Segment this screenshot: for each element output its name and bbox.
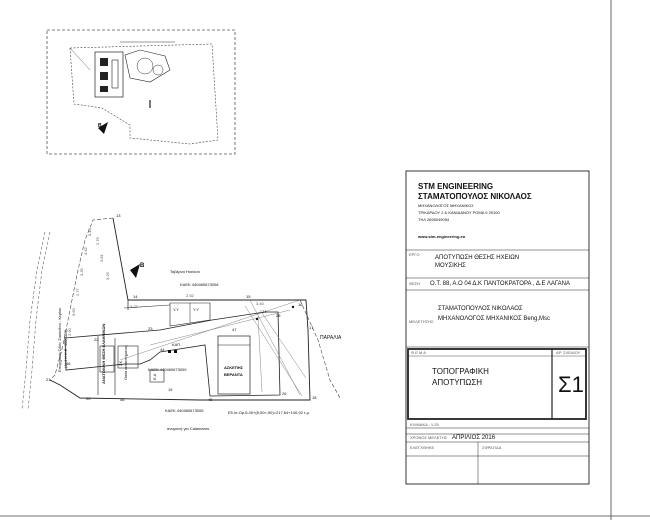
thema-line-2: ΑΠΟΤΥΠΩΣΗ	[432, 378, 483, 387]
site-north-label: B	[140, 263, 145, 269]
point-mark: 23	[148, 326, 153, 331]
website: www.stm-engineering.eu	[418, 234, 466, 239]
kaek-bottom-label: ΚΑΕΚ 440480673005	[165, 408, 204, 413]
building-center-label: Οικία καταστήματος	[123, 345, 128, 380]
scale-label: ΚΛΙΜΑΚΑ : 1:25	[410, 422, 439, 427]
paralia-label: ΠΑΡΑΛΙΑ	[320, 335, 342, 341]
point-mark: 48	[120, 397, 125, 402]
signature-label: ΣΦΡΑΓΙΔΑ	[482, 445, 502, 450]
point-mark: 22	[94, 337, 99, 342]
point-mark: 24	[262, 309, 267, 314]
inset-location-plan	[46, 29, 236, 155]
mini-label: ΚΑΠ	[172, 342, 181, 347]
inset-north-arrow	[98, 122, 108, 134]
point-mark: 25	[276, 313, 281, 318]
checked-label: ΕΛΕΓΧΘΗΚΕ	[410, 445, 435, 450]
kaek-mid-label: ΚΑΕΚ 440480673009	[148, 367, 187, 372]
point-mark: 45	[208, 397, 213, 402]
road-south-label: αναμονή για Calamaros	[167, 426, 210, 431]
dim-label: 4.62	[83, 247, 88, 255]
address: ΤΡΙΚΑΡΔΟΥ 2 & ΚΑΝΙΔΑΝΟΥ ΡΟΜΑ 9 29100	[418, 210, 500, 215]
area-note: Εδ.Ισ.Ορ.6.45+(8,00×,90)=217,64+140,92 τ…	[228, 410, 311, 415]
dim-label: 3.26	[105, 272, 110, 280]
company-name: STM ENGINEERING	[418, 182, 494, 191]
meletitis-label: ΜΕΛΕΤΗΤΗΣ	[409, 319, 434, 324]
mini-label: Υ.Υ	[193, 307, 199, 312]
dim-label: 2.77	[75, 288, 80, 296]
point-mark: 17	[309, 325, 314, 330]
veranda-label-1: ΑΣΚΕΠΗΣ	[224, 365, 244, 370]
point-mark: 21	[46, 377, 51, 382]
point-mark: 18	[312, 395, 317, 400]
dim-label: 2.52	[186, 293, 194, 298]
point-mark: 44	[160, 347, 165, 352]
mini-label: ΣΚ	[118, 360, 123, 366]
site-north-arrow	[130, 264, 140, 278]
point-mark: 20	[86, 396, 91, 401]
ergo-line-2: ΜΟΥΣΙΚΗΣ	[435, 263, 466, 269]
dim-label: 3.27	[130, 304, 138, 309]
thesi-label: ΘΕΣΗ	[409, 281, 421, 286]
kaek-top-label: ΚΑΕΚ 440480673008	[180, 282, 219, 287]
phone: ΤΗΛ 2695049094	[418, 217, 450, 222]
road-west-label: Επαρχιακή Οδός Ζακύνθου - Κερίου	[57, 307, 62, 372]
sheet-label: ΑΡ. ΣΧΕΔΙΟΥ	[556, 350, 581, 355]
title-block-frame	[405, 170, 590, 485]
meletitis-name: ΣΤΑΜΑΤΟΠΟΥΛΟΣ ΝΙΚΟΛΑΟΣ	[438, 306, 523, 312]
point-mark: 15	[246, 294, 251, 299]
dim-label: 3.40	[256, 301, 264, 306]
date-value: ΑΠΡΙΛΙΟΣ 2016	[452, 435, 496, 441]
sheet-number: Σ1	[558, 372, 584, 397]
thema-line-1: ΤΟΠΟΓΡΑΦΙΚΗ	[432, 367, 489, 376]
block-left-label: ΑΝΑΤΟΛΙΚΗ ΘΕΣΗ ΕΛΛΗΝΙΚΩΝ	[101, 323, 106, 384]
point-mark: 14	[133, 294, 138, 299]
dim-label: 3.81	[99, 254, 104, 262]
dim-label: 2.76	[95, 237, 100, 245]
ergo-line-1: ΑΠΟΤΥΠΩΣΗ ΘΕΣΗΣ ΗΧΕΙΩΝ	[435, 255, 520, 261]
point-mark: 47	[232, 327, 237, 332]
point-mark: 46	[66, 361, 71, 366]
point-mark: 26	[282, 391, 287, 396]
point-mark: 19	[168, 387, 173, 392]
point-mark: 16	[298, 302, 303, 307]
owner-name: ΣΤΑΜΑΤΟΠΟΥΛΟΣ ΝΙΚΟΛΑΟΣ	[418, 192, 532, 201]
date-label: ΧΡΟΝΟΣ ΜΕΛΕΤΗΣ	[410, 435, 448, 440]
veranda-label-2: ΒΕΡΑΝΤΑ	[224, 372, 243, 377]
inset-north-label: B	[98, 123, 102, 129]
dim-label: 0.10	[87, 228, 92, 236]
ergo-label: ΕΡΓΟ	[409, 252, 420, 257]
profession: ΜΗΧΑΝΟΛΟΓΟΣ ΜΗΧΑΝΙΚΟΣ	[418, 203, 474, 208]
point-mark: 13	[116, 213, 121, 218]
mini-label: Υ.Υ	[173, 307, 179, 312]
meletitis-title: ΜΗΧΑΝΟΛΟΓΟΣ ΜΗΧΑΝΙΚΟΣ Beng,Msc	[438, 316, 550, 322]
dim-label: 2.90	[67, 328, 72, 336]
thesi-value: Ο.Τ. 88, Α.Ο 04 Δ.Κ ΠΑΝΤΟΚΡΑΤΟΡΑ , Δ.Ε Λ…	[430, 281, 570, 287]
site-plan	[21, 217, 341, 411]
dim-label: 3.35	[79, 268, 84, 276]
mini-label: Ε.Α	[152, 373, 157, 380]
road-north-label: Ταβέρνα Horizon	[170, 269, 200, 274]
thema-label: Θ Ε Μ Α	[411, 350, 426, 355]
dim-label: 3.60	[71, 308, 76, 316]
